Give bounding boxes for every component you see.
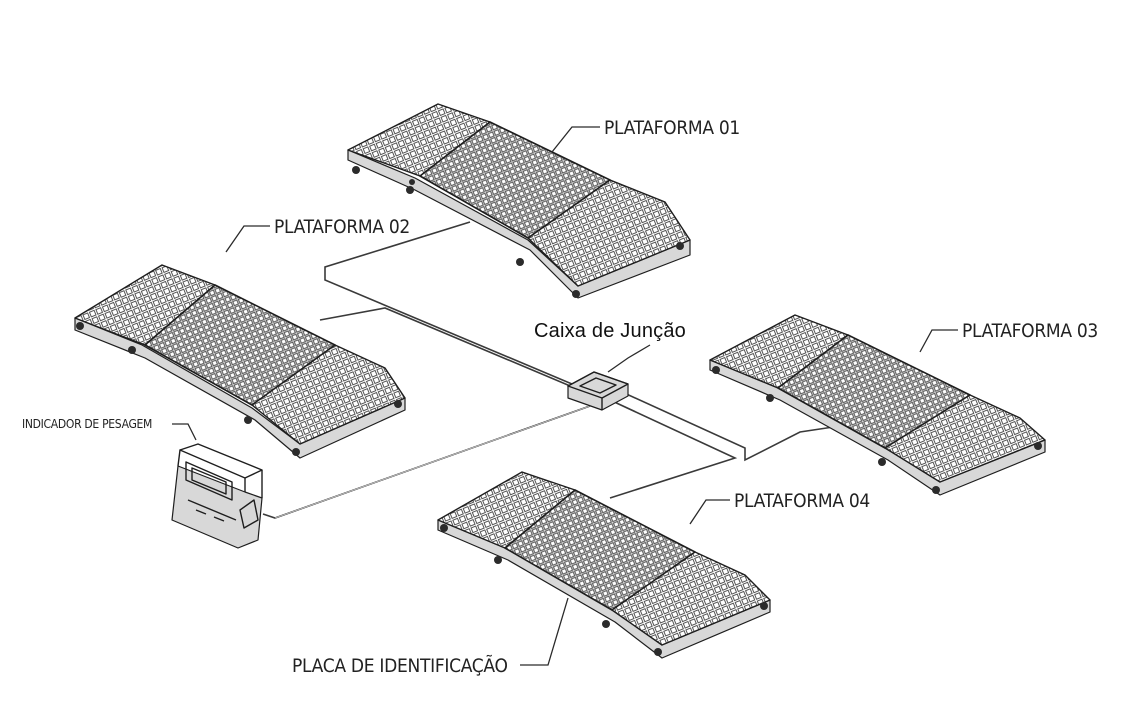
label-placa: PLACA DE IDENTIFICAÇÃO — [292, 654, 508, 677]
leader-caixa-juncao — [607, 344, 651, 373]
plataforma-03 — [709, 314, 1046, 496]
cable-plataforma-01 — [324, 221, 573, 385]
leader-plataforma-04 — [689, 499, 730, 525]
plataforma-01 — [347, 103, 691, 299]
leader-plataforma-02 — [225, 225, 270, 253]
plataforma-04 — [437, 471, 771, 659]
label-plataforma-01: PLATAFORMA 01 — [604, 117, 740, 139]
cable-plataforma-04 — [609, 399, 738, 499]
cable-plataforma-03 — [621, 391, 841, 462]
leader-plataforma-03 — [919, 329, 958, 353]
label-plataforma-02: PLATAFORMA 02 — [274, 216, 410, 238]
cable-plataforma-02 — [319, 307, 576, 389]
junction-box — [567, 371, 629, 411]
leader-indicador — [172, 423, 197, 441]
plataforma-02 — [74, 264, 406, 459]
ramp-right — [527, 179, 691, 287]
ramp-right — [251, 344, 406, 445]
leader-lines — [172, 126, 958, 666]
ramp-right — [884, 394, 1046, 483]
leader-plataforma-01 — [551, 126, 600, 153]
leader-placa — [520, 597, 569, 666]
cables — [262, 221, 841, 519]
label-caixa-juncao: Caixa de Junção — [534, 320, 686, 342]
label-plataforma-03: PLATAFORMA 03 — [962, 320, 1098, 342]
weighing-indicator — [171, 443, 263, 549]
label-plataforma-04: PLATAFORMA 04 — [734, 490, 870, 512]
label-indicador: INDICADOR DE PESAGEM — [22, 417, 152, 431]
ramp-right — [611, 551, 771, 646]
